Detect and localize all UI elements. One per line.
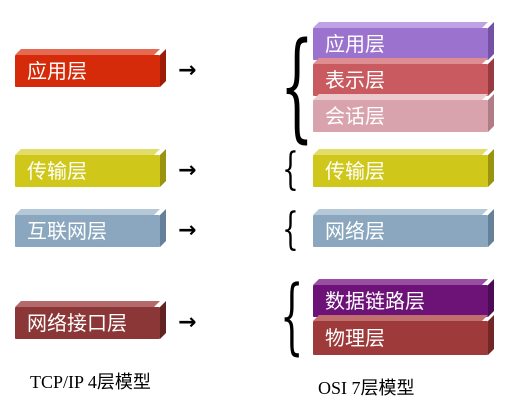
arrow-internet: → <box>178 218 197 243</box>
osi-network-layer-label: 网络层 <box>325 219 385 243</box>
tcp-application-layer: 应用层 <box>15 55 160 87</box>
brace-network: { <box>282 204 299 255</box>
osi-presentation-layer-label: 表示层 <box>325 68 385 92</box>
arrow-application: → <box>178 58 197 83</box>
tcpip-model-caption: TCP/IP 4层模型 <box>30 372 151 392</box>
tcp-internet-layer-label: 互联网层 <box>27 219 107 243</box>
osi-application-layer-label: 应用层 <box>325 32 385 56</box>
osi-session-layer: 会话层 <box>313 100 488 132</box>
osi-data-link-layer: 数据链路层 <box>313 285 488 317</box>
brace-transport: { <box>282 144 299 195</box>
osi-presentation-layer: 表示层 <box>313 64 488 96</box>
osi-network-layer: 网络层 <box>313 215 488 247</box>
tcp-transport-layer-label: 传输层 <box>27 159 87 183</box>
osi-transport-layer-label: 传输层 <box>325 159 385 183</box>
tcp-network-interface-layer-label: 网络接口层 <box>27 311 127 335</box>
brace-data-link-physical: { <box>280 269 304 364</box>
osi-transport-layer: 传输层 <box>313 155 488 187</box>
osi-physical-layer: 物理层 <box>313 321 488 355</box>
tcp-internet-layer: 互联网层 <box>15 215 160 247</box>
osi-session-layer-label: 会话层 <box>325 104 385 128</box>
osi-physical-layer-label: 物理层 <box>325 326 385 350</box>
arrow-transport: → <box>178 158 197 183</box>
osi-data-link-layer-label: 数据链路层 <box>325 289 425 313</box>
tcp-application-layer-label: 应用层 <box>27 59 87 83</box>
arrow-network-interface: → <box>178 310 197 335</box>
tcp-transport-layer: 传输层 <box>15 155 160 187</box>
tcp-network-interface-layer: 网络接口层 <box>15 307 160 339</box>
brace-application: { <box>280 16 314 154</box>
osi-application-layer: 应用层 <box>313 28 488 60</box>
osi-model-caption: OSI 7层模型 <box>318 378 415 398</box>
